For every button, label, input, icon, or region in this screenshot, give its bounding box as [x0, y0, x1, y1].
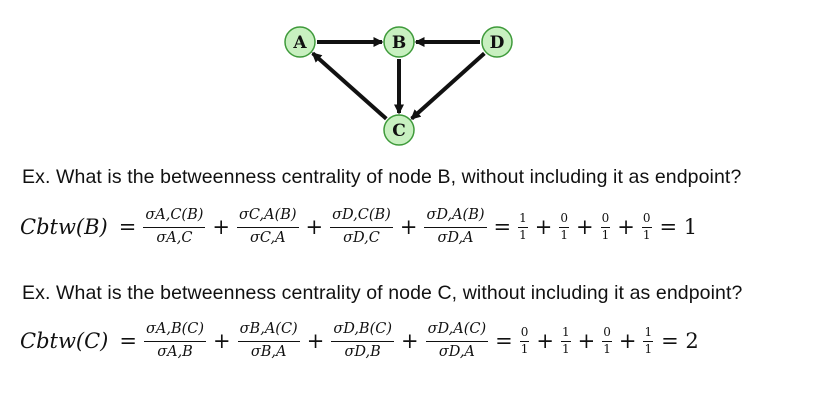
- node-label-d: D: [490, 33, 505, 53]
- question-node-c: Ex. What is the betweenness centrality o…: [22, 282, 743, 304]
- equals-sign: =: [118, 215, 137, 239]
- directed-graph: A B C D: [284, 26, 513, 146]
- node-label-a: A: [292, 33, 307, 53]
- value-denominator: 1: [561, 342, 570, 357]
- term-numerator: σA,C(B): [145, 206, 204, 223]
- fraction-bar: [600, 226, 611, 229]
- fraction-bar: [144, 340, 207, 343]
- plus-sign: +: [617, 215, 635, 239]
- fraction-bar: [559, 226, 570, 229]
- fraction-bar: [602, 340, 612, 343]
- term-numerator: σD,A(C): [427, 320, 487, 337]
- plus-sign: +: [536, 329, 554, 353]
- result-value: = 1: [659, 215, 698, 239]
- lhs-centrality-c: Cbtw(C): [20, 329, 109, 353]
- term-numerator: σD,B(C): [333, 320, 392, 337]
- edge-c-a: [311, 51, 388, 121]
- term-fraction: σA,B(C) σA,B: [144, 320, 207, 361]
- fraction-bar: [237, 340, 300, 343]
- value-numerator: 1: [561, 324, 570, 339]
- plus-sign: +: [306, 329, 325, 353]
- value-denominator: 1: [520, 342, 529, 357]
- value-numerator: 0: [642, 210, 651, 225]
- equation-node-c: Cbtw(C) = σA,B(C) σA,B + σB,A(C) σB,A + σD…: [20, 310, 699, 372]
- value-numerator: 0: [520, 324, 529, 339]
- term-fraction: σB,A(C) σB,A: [237, 320, 300, 361]
- fraction-bar: [560, 340, 571, 343]
- value-numerator: 0: [560, 210, 569, 225]
- value-denominator: 1: [644, 342, 653, 357]
- plus-sign: +: [213, 329, 231, 353]
- term-numerator: σA,B(C): [146, 320, 205, 337]
- equals-sign: =: [119, 329, 137, 353]
- fraction-bar: [424, 226, 487, 229]
- node-label-c: C: [392, 121, 406, 141]
- plus-sign: +: [399, 215, 418, 239]
- value-numerator: 0: [601, 210, 610, 225]
- fraction-bar: [643, 340, 654, 343]
- term-denominator: σD,C: [343, 230, 380, 247]
- result-value: = 2: [661, 329, 699, 353]
- plus-sign: +: [401, 329, 419, 353]
- question-node-b: Ex. What is the betweenness centrality o…: [22, 166, 742, 188]
- node-c: [383, 114, 415, 146]
- node-d: [481, 26, 513, 58]
- value-denominator: 1: [519, 228, 527, 243]
- term-numerator: σC,A(B): [239, 206, 297, 223]
- value-denominator: 1: [603, 342, 611, 357]
- value-numerator: 1: [519, 210, 527, 225]
- term-fraction: σD,A(B) σD,A: [424, 206, 487, 247]
- plus-sign: +: [305, 215, 324, 239]
- fraction-bar: [237, 226, 299, 229]
- fraction-bar: [330, 226, 393, 229]
- value-numerator: 0: [603, 324, 611, 339]
- node-a: [284, 26, 316, 58]
- fraction-bar: [425, 340, 489, 343]
- edge-d-c: [410, 51, 486, 121]
- fraction-bar: [519, 340, 530, 343]
- fraction-bar: [331, 340, 394, 343]
- term-fraction: σA,C(B) σA,C: [143, 206, 206, 247]
- value-denominator: 1: [560, 228, 569, 243]
- fraction-bar: [641, 226, 652, 229]
- plus-sign: +: [577, 329, 596, 353]
- term-fraction: σC,A(B) σC,A: [237, 207, 299, 247]
- term-numerator: σB,A(C): [239, 320, 298, 337]
- fraction-bar: [143, 226, 206, 229]
- node-label-b: B: [392, 33, 406, 53]
- term-denominator: σD,A: [437, 230, 474, 247]
- value-denominator: 1: [642, 228, 651, 243]
- value-denominator: 1: [601, 228, 610, 243]
- term-denominator: σD,A: [438, 344, 475, 361]
- plus-sign: +: [534, 215, 553, 239]
- term-denominator: σA,B: [157, 344, 193, 361]
- term-numerator: σD,C(B): [332, 206, 391, 223]
- plus-sign: +: [576, 215, 594, 239]
- term-fraction: σD,C(B) σD,C: [330, 207, 393, 247]
- term-denominator: σB,A: [250, 344, 287, 361]
- lhs-centrality-b: Cbtw(B): [20, 215, 108, 239]
- plus-sign: +: [618, 329, 637, 353]
- equals-sign: =: [495, 329, 513, 353]
- fraction-bar: [518, 226, 528, 229]
- term-numerator: σD,A(B): [426, 206, 485, 223]
- plus-sign: +: [212, 215, 231, 239]
- term-fraction: σD,A(C) σD,A: [425, 320, 489, 361]
- term-fraction: σD,B(C) σD,B: [331, 321, 394, 361]
- equation-node-b: Cbtw(B) = σA,C(B) σA,C + σC,A(B) σC,A + σD…: [20, 196, 697, 258]
- term-denominator: σC,A: [250, 230, 286, 247]
- equals-sign: =: [493, 215, 512, 239]
- term-denominator: σA,C: [156, 230, 193, 247]
- node-b: [383, 26, 415, 58]
- term-denominator: σD,B: [344, 344, 381, 361]
- value-numerator: 1: [644, 324, 653, 339]
